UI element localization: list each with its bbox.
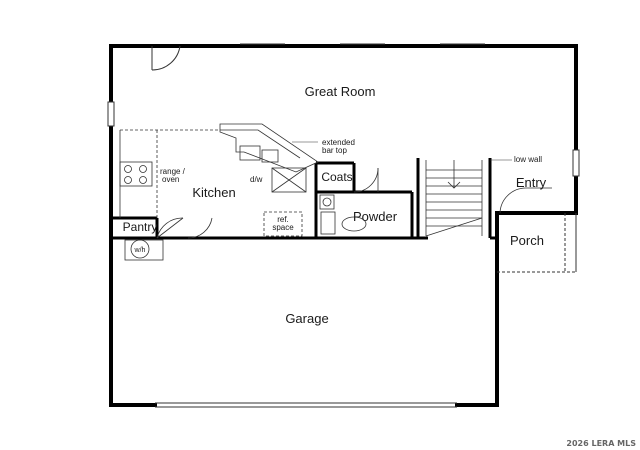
water-heater-note: w/h xyxy=(134,247,146,254)
thin-lines xyxy=(107,43,580,408)
powder-fixtures xyxy=(319,167,379,235)
extended-bar-top-note-line2: bar top xyxy=(322,146,347,155)
exterior-walls xyxy=(109,44,578,407)
ref-space-note: ref. xyxy=(277,215,289,224)
great-room-label: Great Room xyxy=(305,84,376,99)
entry-label: Entry xyxy=(516,175,547,190)
pantry-label: Pantry xyxy=(123,220,158,234)
low-wall-note: low wall xyxy=(514,155,542,164)
entry-door-swing xyxy=(499,187,552,214)
ref-space-note-line2: space xyxy=(272,223,294,232)
porch-label: Porch xyxy=(510,233,544,248)
coats-label: Coats xyxy=(321,170,352,184)
leader-lines xyxy=(292,141,512,161)
kitchen-counters xyxy=(119,123,319,261)
dishwasher-note: d/w xyxy=(250,175,263,184)
range-oven-note: range / xyxy=(160,167,186,176)
range-oven-note-line2: oven xyxy=(162,175,179,184)
powder-label: Powder xyxy=(353,209,398,224)
extended-bar-top-note: extended xyxy=(322,138,355,147)
kitchen-label: Kitchen xyxy=(192,185,235,200)
staircase xyxy=(425,160,483,237)
garage-label: Garage xyxy=(285,311,328,326)
interior-walls xyxy=(111,158,497,240)
door-swing-great-room xyxy=(151,45,181,71)
watermark: 2026 LERA MLS xyxy=(566,439,636,448)
